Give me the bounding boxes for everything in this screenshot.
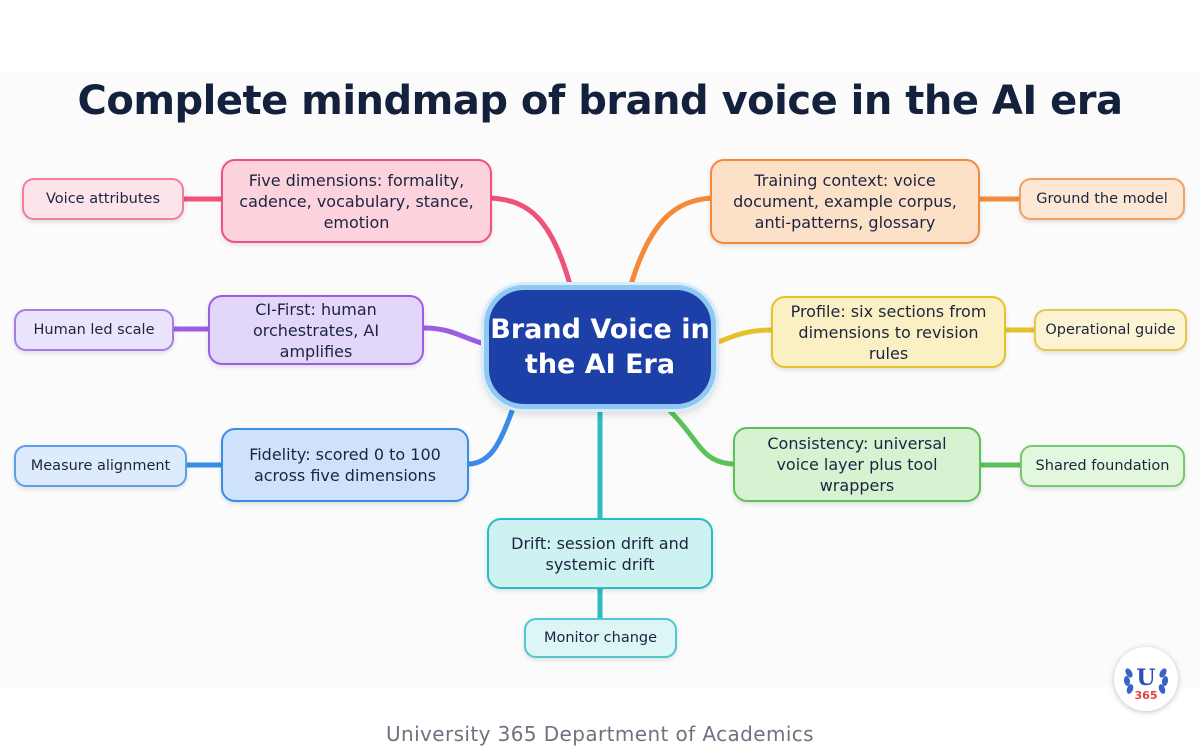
connector-fidelity: [466, 405, 516, 467]
branch-training-context: Training context: voice document, exampl…: [710, 159, 980, 244]
leaf-human-led-scale: Human led scale: [14, 309, 174, 351]
connector-consistency: [665, 406, 736, 467]
page-title: Complete mindmap of brand voice in the A…: [77, 78, 1124, 124]
connector-profile: [711, 327, 774, 347]
branch-fidelity: Fidelity: scored 0 to 100 across five di…: [221, 428, 469, 502]
footer-credit: University 365 Department of Academics: [385, 722, 815, 746]
branch-five-dimensions: Five dimensions: formality, cadence, voc…: [221, 159, 492, 243]
leaf-voice-attributes: Voice attributes: [22, 178, 184, 220]
branch-consistency: Consistency: universal voice layer plus …: [733, 427, 981, 502]
leaf-measure-alignment: Measure alignment: [14, 445, 187, 487]
branch-drift: Drift: session drift and systemic drift: [487, 518, 713, 589]
leaf-shared-foundation: Shared foundation: [1020, 445, 1185, 487]
logo-number: 365: [1135, 689, 1158, 702]
laurel-icon: U 365: [1123, 665, 1169, 702]
university-365-logo: U 365: [1114, 647, 1178, 711]
connector-five-dimensions: [487, 195, 574, 291]
central-topic: Brand Voice in the AI Era: [484, 285, 716, 409]
connector-ci-first: [421, 325, 491, 348]
branch-profile: Profile: six sections from dimensions to…: [771, 296, 1006, 368]
branch-ci-first: CI-First: human orchestrates, AI amplifi…: [208, 295, 424, 365]
leaf-ground-the-model: Ground the model: [1019, 178, 1185, 220]
connector-training-context: [627, 195, 715, 291]
leaf-operational-guide: Operational guide: [1034, 309, 1187, 351]
logo-letter: U: [1136, 665, 1155, 691]
leaf-monitor-change: Monitor change: [524, 618, 677, 658]
